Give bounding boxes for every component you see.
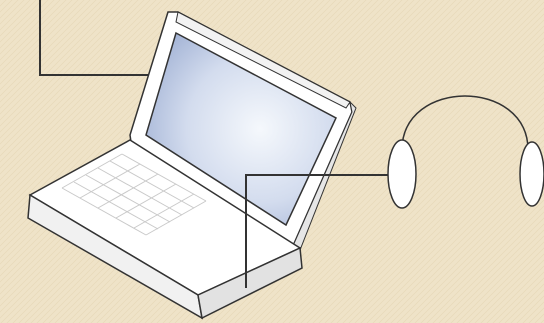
laptop-keyboard xyxy=(61,153,207,236)
right-earcup xyxy=(519,141,544,207)
cable-top xyxy=(39,0,150,76)
headphones-icon xyxy=(387,95,544,209)
cable-headphones xyxy=(245,174,388,288)
laptop-screen xyxy=(145,31,337,227)
headband xyxy=(401,95,529,151)
left-earcup xyxy=(387,139,417,209)
